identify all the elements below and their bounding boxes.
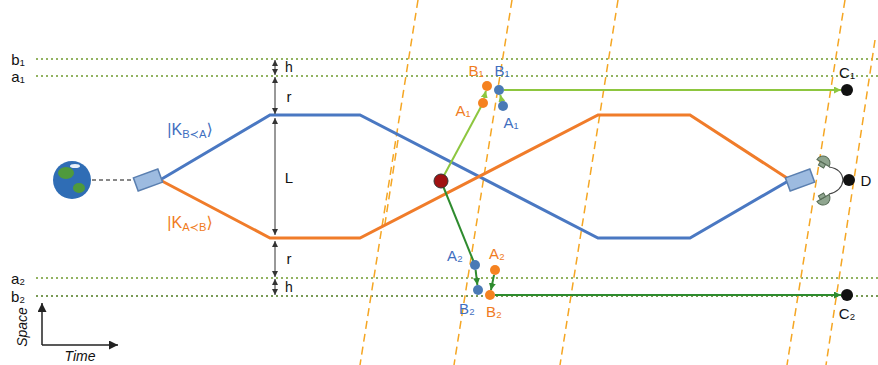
dimension-label: r [285, 251, 294, 266]
dimension-label: L [283, 170, 295, 185]
event-dot [434, 174, 448, 188]
point-dot: A₁ [498, 101, 508, 111]
transfer-arrow [476, 270, 478, 285]
earth-icon [53, 161, 91, 199]
launch-line [92, 179, 138, 181]
earth-land [58, 167, 74, 179]
point-dot: A₁ [478, 98, 488, 108]
point-dot: B₁ [494, 85, 504, 95]
point-dot: B₂ [473, 285, 483, 295]
level-lines [36, 59, 878, 296]
detector-wire [829, 167, 843, 194]
cone-lines [360, 0, 875, 365]
state-label: |KB≺A⟩ [165, 122, 214, 140]
point-dot: C₁ [841, 84, 853, 96]
point-label: A₁ [455, 103, 470, 118]
point-dot: B₂ [485, 290, 495, 300]
earth-cloud [70, 164, 80, 168]
detector-base [818, 162, 825, 168]
level-label: a₁ [11, 69, 24, 84]
axis-label: Space [15, 307, 29, 347]
point-label: C₁ [839, 65, 855, 80]
cone-line [384, 140, 398, 230]
point-label: B₁ [494, 63, 509, 78]
point-dot: A₂ [490, 265, 500, 275]
point-label: D [861, 173, 872, 188]
point-label: A₁ [503, 115, 518, 130]
cone-line [826, 40, 875, 365]
point-label: A₂ [447, 248, 463, 263]
point-dot: B₁ [482, 81, 492, 91]
beam-splitter [785, 169, 814, 191]
transfer-arrow [484, 91, 486, 98]
detector-base [818, 193, 825, 199]
point-dot: C₂ [841, 289, 853, 301]
level-label: a₂ [11, 271, 25, 286]
dimension-arrow [275, 60, 276, 75]
transfer-arrow [491, 275, 494, 290]
point-dot: A₂ [470, 260, 480, 270]
transfer-arrow [495, 294, 841, 296]
axis-arrow [41, 303, 43, 345]
level-line [36, 58, 878, 60]
dimension-arrow [275, 279, 276, 295]
dimension-arrows [275, 60, 276, 295]
cone-line [360, 0, 418, 365]
path-blue [160, 115, 790, 238]
level-label: b₂ [11, 289, 25, 304]
earth-disc [53, 161, 91, 199]
point-label: B₂ [459, 301, 475, 316]
point-label: B₁ [468, 63, 483, 78]
dimension-label: r [285, 89, 294, 104]
dimension-arrow [275, 241, 276, 277]
event-line [441, 103, 483, 181]
point-label: C₂ [839, 306, 856, 321]
cone-line [560, 0, 618, 365]
dimension-arrow [275, 118, 276, 235]
beam-splitter [133, 169, 162, 191]
transfer-arrow [504, 89, 841, 91]
dimension-label: h [283, 60, 295, 74]
level-label: b₁ [11, 52, 24, 67]
event-line [441, 181, 475, 265]
state-label: |KA≺B⟩ [165, 215, 214, 233]
point-label: B₂ [486, 304, 502, 319]
level-line [36, 295, 878, 297]
dimension-label: h [283, 280, 295, 294]
level-line [36, 277, 878, 279]
cone-line [454, 0, 512, 365]
point-label: A₂ [489, 246, 505, 261]
dimension-arrow [275, 77, 276, 114]
axis-label: Time [65, 349, 96, 363]
level-line [36, 75, 878, 77]
path-orange [160, 115, 790, 238]
earth-land [73, 183, 85, 193]
axis-arrow [42, 344, 118, 346]
point-dot: D [843, 174, 855, 186]
